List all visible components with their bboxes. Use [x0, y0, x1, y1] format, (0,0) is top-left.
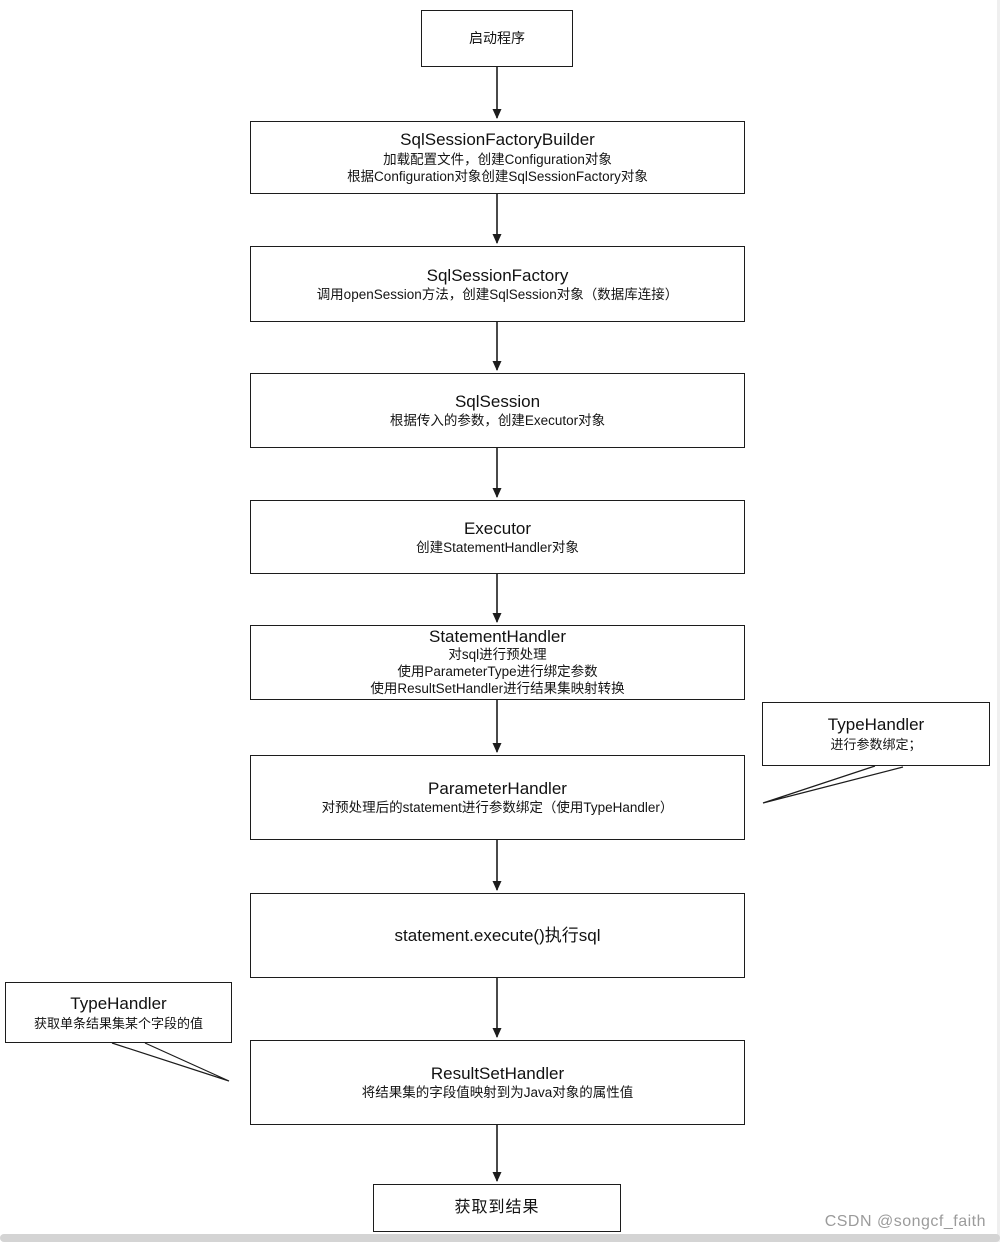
node-title: StatementHandler — [428, 626, 567, 646]
callout-typehandler-parameter: TypeHandler 进行参数绑定； — [762, 702, 990, 766]
flow-node-result: 获取到结果 — [373, 1184, 621, 1232]
node-title: statement.execute()执行sql — [394, 925, 601, 945]
node-title: 启动程序 — [469, 29, 525, 46]
csdn-watermark: CSDN @songcf_faith — [824, 1213, 986, 1230]
callout-line: 获取单条结果集某个字段的值 — [33, 1015, 203, 1031]
flow-node-statementhandler: StatementHandler 对sql进行预处理 使用ParameterTy… — [250, 625, 745, 700]
node-title: Executor — [463, 518, 532, 538]
flow-node-sqlsessionfactorybuilder: SqlSessionFactoryBuilder 加载配置文件，创建Config… — [250, 121, 745, 194]
node-line: 对预处理后的statement进行参数绑定（使用TypeHandler） — [321, 800, 674, 816]
callout-typehandler-resultset: TypeHandler 获取单条结果集某个字段的值 — [5, 982, 232, 1043]
node-line: 调用openSession方法，创建SqlSession对象（数据库连接） — [316, 286, 679, 302]
node-line: 创建StatementHandler对象 — [416, 539, 579, 555]
node-title: SqlSession — [454, 392, 541, 412]
flow-node-resultsethandler: ResultSetHandler 将结果集的字段值映射到为Java对象的属性值 — [250, 1040, 745, 1125]
flow-node-sqlsession: SqlSession 根据传入的参数，创建Executor对象 — [250, 373, 745, 448]
node-line: 将结果集的字段值映射到为Java对象的属性值 — [361, 1085, 634, 1101]
page-right-edge — [997, 0, 1000, 1242]
node-line: 对sql进行预处理 — [448, 647, 547, 663]
page-bottom-bar — [0, 1234, 1000, 1242]
callout-title: TypeHandler — [70, 993, 167, 1013]
callout-tail — [762, 765, 904, 804]
node-title: SqlSessionFactoryBuilder — [400, 130, 595, 150]
callout-tail — [111, 1042, 230, 1082]
node-title: ParameterHandler — [428, 779, 567, 799]
node-line: 根据Configuration对象创建SqlSessionFactory对象 — [347, 169, 648, 185]
node-line: 使用ResultSetHandler进行结果集映射转换 — [370, 681, 625, 697]
node-line: 根据传入的参数，创建Executor对象 — [389, 413, 606, 429]
flow-node-start: 启动程序 — [421, 10, 573, 67]
flow-node-statement-execute: statement.execute()执行sql — [250, 893, 745, 978]
node-title: 获取到结果 — [454, 1199, 540, 1216]
flow-node-parameterhandler: ParameterHandler 对预处理后的statement进行参数绑定（使… — [250, 755, 745, 840]
callout-title: TypeHandler — [827, 715, 925, 735]
flow-node-executor: Executor 创建StatementHandler对象 — [250, 500, 745, 574]
node-title: ResultSetHandler — [430, 1064, 565, 1084]
node-title: SqlSessionFactory — [426, 265, 569, 285]
node-line: 加载配置文件，创建Configuration对象 — [383, 151, 612, 167]
callout-line: 进行参数绑定； — [830, 737, 922, 753]
node-line: 使用ParameterType进行绑定参数 — [397, 664, 598, 680]
flow-node-sqlsessionfactory: SqlSessionFactory 调用openSession方法，创建SqlS… — [250, 246, 745, 322]
